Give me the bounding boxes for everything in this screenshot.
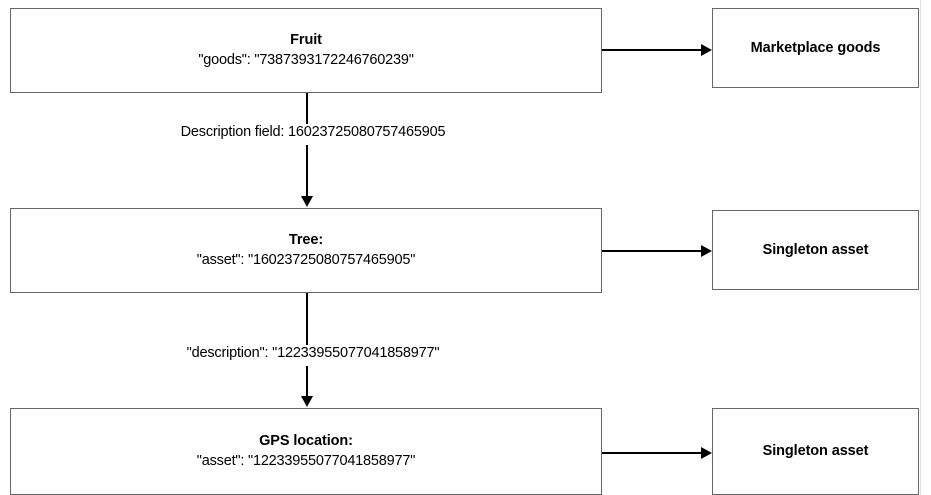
connector-fruit-to-marketplace-goods	[602, 49, 702, 51]
connector-tree-to-gps-lower	[306, 366, 308, 396]
node-gps-location-detail: "asset": "12233955077041858977"	[196, 453, 416, 469]
node-tree-detail: "asset": "16023725080757465905"	[196, 252, 416, 268]
arrowhead-right-tree-to-singleton-asset	[701, 245, 712, 257]
connector-fruit-to-tree-upper	[306, 93, 308, 124]
arrowhead-down-fruit-to-tree	[300, 196, 313, 207]
node-gps-location[interactable]: GPS location: "asset": "1223395507704185…	[10, 408, 602, 495]
node-singleton-asset-tree[interactable]: Singleton asset	[712, 210, 919, 290]
node-fruit-title: Fruit	[290, 32, 322, 48]
node-tree[interactable]: Tree: "asset": "16023725080757465905"	[10, 208, 602, 293]
arrowhead-down-tree-to-gps	[300, 396, 313, 407]
connector-tree-to-gps-upper	[306, 293, 308, 345]
node-gps-location-title: GPS location:	[259, 433, 353, 449]
node-singleton-asset-tree-title: Singleton asset	[762, 241, 869, 258]
connector-tree-to-singleton-asset	[602, 250, 702, 252]
node-marketplace-goods-title: Marketplace goods	[750, 39, 881, 56]
node-marketplace-goods[interactable]: Marketplace goods	[712, 8, 919, 88]
edge-label-description: "description": "12233955077041858977"	[182, 345, 444, 361]
edge-label-description-field: Description field: 16023725080757465905	[176, 124, 450, 140]
connector-gps-to-singleton-asset	[602, 452, 702, 454]
canvas-edge-rule	[920, 0, 921, 495]
node-singleton-asset-gps-title: Singleton asset	[762, 443, 869, 459]
node-fruit[interactable]: Fruit "goods": "7387393172246760239"	[10, 8, 602, 93]
node-tree-title: Tree:	[288, 232, 324, 248]
node-fruit-detail: "goods": "7387393172246760239"	[198, 52, 414, 68]
node-singleton-asset-gps[interactable]: Singleton asset	[712, 408, 919, 495]
connector-fruit-to-tree-lower	[306, 145, 308, 196]
arrowhead-right-fruit-to-marketplace-goods	[701, 44, 712, 56]
arrowhead-right-gps-to-singleton-asset	[701, 447, 712, 459]
